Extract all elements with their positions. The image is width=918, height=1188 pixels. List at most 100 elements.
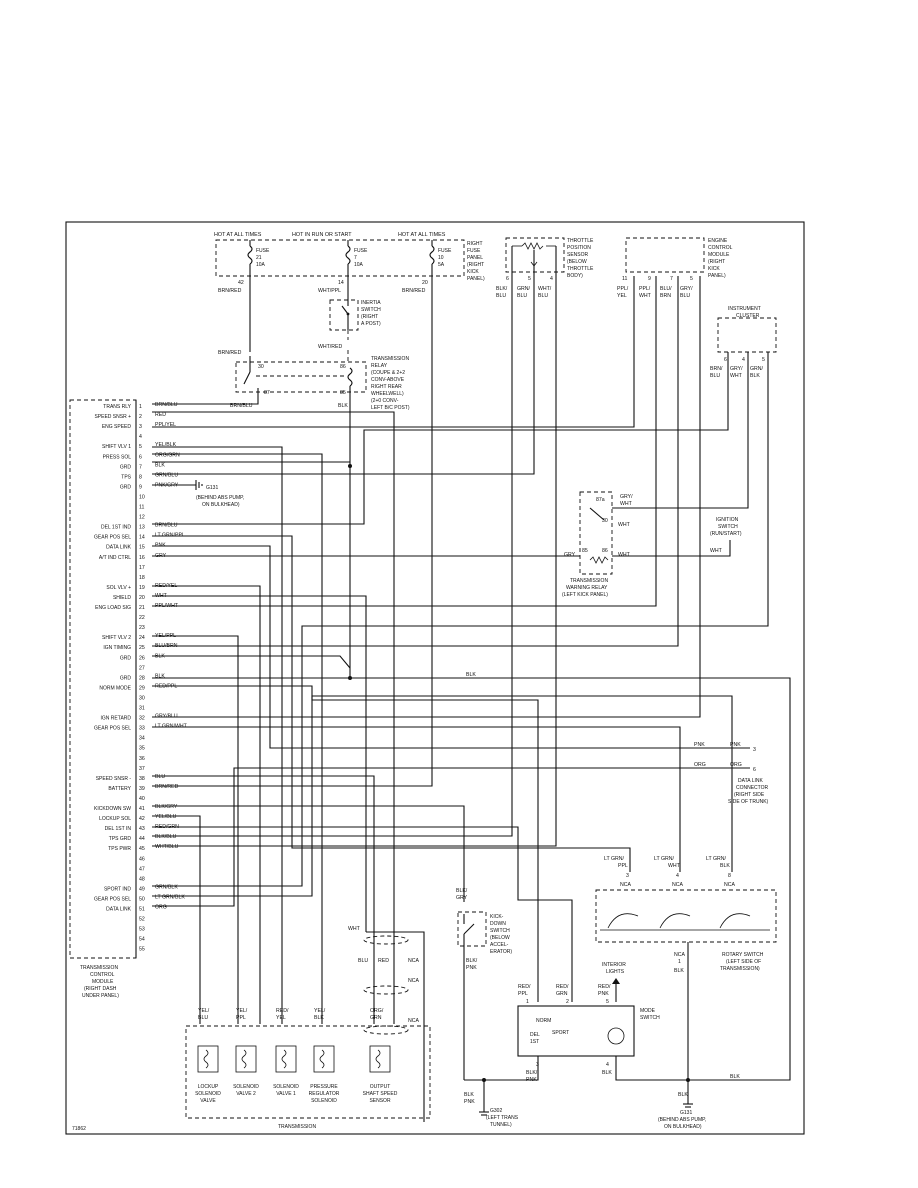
relay-label: (2+0 CONV- xyxy=(371,398,399,404)
tcm-wire-color: PPL/YEL xyxy=(155,422,176,428)
solenoid-coil-icon xyxy=(275,1045,297,1073)
tps-label: POSITION xyxy=(567,245,591,251)
kickdown-label: ACCEL- xyxy=(490,942,509,948)
tcm-pin-label: PRESS SOL xyxy=(103,454,132,460)
tcm-wire-color: BRN/RED xyxy=(155,784,179,790)
tcm-label: UNDER PANEL) xyxy=(82,993,119,999)
component-label: VALVE 2 xyxy=(236,1091,256,1097)
wire-label: WHT/RED xyxy=(318,344,342,350)
wire-label: YEL xyxy=(617,293,627,299)
tcm-label: MODULE xyxy=(92,979,114,985)
tcm-wire-color: LT GRN/BLK xyxy=(155,894,185,900)
relay-pin: 85 xyxy=(582,548,588,554)
tcm-pin: 17 xyxy=(139,565,145,571)
wire-label: BLK xyxy=(464,1092,474,1098)
ground-g302: BLK PNK G302 (LEFT TRANS TUNNEL) xyxy=(464,1080,519,1128)
wire-label: RED xyxy=(378,958,389,964)
tcm-pin: 48 xyxy=(139,876,145,882)
ecm-pin: 11 xyxy=(622,276,627,282)
wiring-harness: BLK xyxy=(152,276,791,1081)
wire-label: BRN/ xyxy=(710,366,723,372)
wire-label: RED/ xyxy=(598,984,611,990)
rotary-label: ROTARY SWITCH xyxy=(722,952,764,958)
tcm-pin-number: 9 xyxy=(139,484,142,490)
wire-label: PPL xyxy=(518,991,528,997)
tcm-pin: 23 xyxy=(139,625,145,631)
relay-pin: 86 xyxy=(340,364,346,370)
tcm-wire-color: BLK xyxy=(155,462,165,468)
wire-label: YEL/ xyxy=(236,1008,248,1014)
kickdown-label: ERATOR) xyxy=(490,949,512,955)
wire-label: WHT xyxy=(710,548,723,554)
tcm-pin-number: 20 xyxy=(139,595,145,601)
tcm-pin-number: 31 xyxy=(139,706,145,712)
component-label: OUTPUT xyxy=(370,1084,391,1090)
tcm-pin: 27 xyxy=(139,665,145,671)
tcm-pin: 31 xyxy=(139,706,145,712)
tcm-pin: 54 xyxy=(139,937,145,943)
tps-label: SENSOR xyxy=(567,252,589,258)
tcm-pin-number: 42 xyxy=(139,816,145,822)
transmission-relay: 30 86 87 85 TRANSMISSION RELAY (COUPE & … xyxy=(230,356,410,411)
ground-code: G131 xyxy=(206,485,218,491)
tcm-pin: 4 xyxy=(139,434,142,440)
coil-winding-icon xyxy=(241,1049,247,1069)
tcm-pin-number: 10 xyxy=(139,494,145,500)
ecm-pin: 7 xyxy=(670,276,673,282)
relay-label: LEFT B/C POST) xyxy=(371,405,410,411)
tcm-pin-label: ENG SPEED xyxy=(102,424,132,430)
cluster-label: CLUSTER xyxy=(736,313,760,319)
right-fuse-panel: HOT AT ALL TIMES HOT IN RUN OR START HOT… xyxy=(214,232,485,294)
wire-label: YEL/ xyxy=(314,1008,326,1014)
transmission-components: YEL/BLULOCKUPSOLENOIDVALVEYEL/PPLSOLENOI… xyxy=(195,1008,398,1104)
ground-location: TUNNEL) xyxy=(490,1122,512,1128)
wire-label: BLK xyxy=(338,403,348,409)
component-label: SOLENOID xyxy=(273,1084,299,1090)
fuse-rating: 10A xyxy=(354,262,364,268)
solenoid-coil-icon xyxy=(313,1045,335,1073)
inertia-switch-label: SWITCH xyxy=(361,307,381,313)
wire-label: BLU xyxy=(496,293,506,299)
inertia-switch-label: (RIGHT xyxy=(361,314,378,320)
wire-label: BRN/RED xyxy=(402,288,426,294)
wire-label: BRN xyxy=(660,293,671,299)
tcm-pin-number: 11 xyxy=(139,505,144,511)
relay-label: RIGHT REAR xyxy=(371,384,402,390)
wire-label: BLK/ xyxy=(496,286,508,292)
tcm-pin: 34 xyxy=(139,736,145,742)
tcm-pin-number: 32 xyxy=(139,716,145,722)
cluster-label: INSTRUMENT xyxy=(728,306,761,312)
kickdown-switch: BLK/ GRY KICK- DOWN SWITCH (BELOW ACCEL-… xyxy=(456,888,512,1080)
tcm-wire-color: BLK/BLU xyxy=(155,834,177,840)
relay-pin: 87a xyxy=(596,497,605,503)
wire-label: BLU/ xyxy=(660,286,672,292)
tcm-pin-number: 33 xyxy=(139,726,145,732)
engine-control-module: ENGINE CONTROL MODULE (RIGHT KICK PANEL)… xyxy=(617,237,733,299)
tcm-pin: 37 xyxy=(139,766,145,772)
wire-label: PNK xyxy=(464,1099,475,1105)
tcm-pin-number: 51 xyxy=(139,907,145,913)
ground-location: (BEHIND ABS PUMP, xyxy=(196,495,244,501)
ground-location: (BEHIND ABS PUMP, xyxy=(658,1117,706,1123)
relay-label: TRANSMISSION xyxy=(371,356,409,362)
relay-label: CONV-ABOVE xyxy=(371,377,405,383)
relay-pin: 30 xyxy=(258,364,264,370)
tcm-wire-color: BLK xyxy=(155,673,165,679)
tcm-pin-label: SHIFT VLV 2 xyxy=(102,635,131,641)
tps-pin: 5 xyxy=(528,276,531,282)
ecm-label: CONTROL xyxy=(708,245,733,251)
tcm-pin-number: 17 xyxy=(139,565,145,571)
wire-label: GRN/ xyxy=(750,366,764,372)
tcm-pin-number: 38 xyxy=(139,776,145,782)
solenoid-coil-icon xyxy=(369,1045,391,1073)
transmission-label: TRANSMISSION xyxy=(278,1124,316,1130)
wire-label: GRN xyxy=(556,991,568,997)
tcm-pin-number: 18 xyxy=(139,575,145,581)
solenoid-coil-icon xyxy=(235,1045,257,1073)
cluster-pin: 4 xyxy=(742,357,745,363)
